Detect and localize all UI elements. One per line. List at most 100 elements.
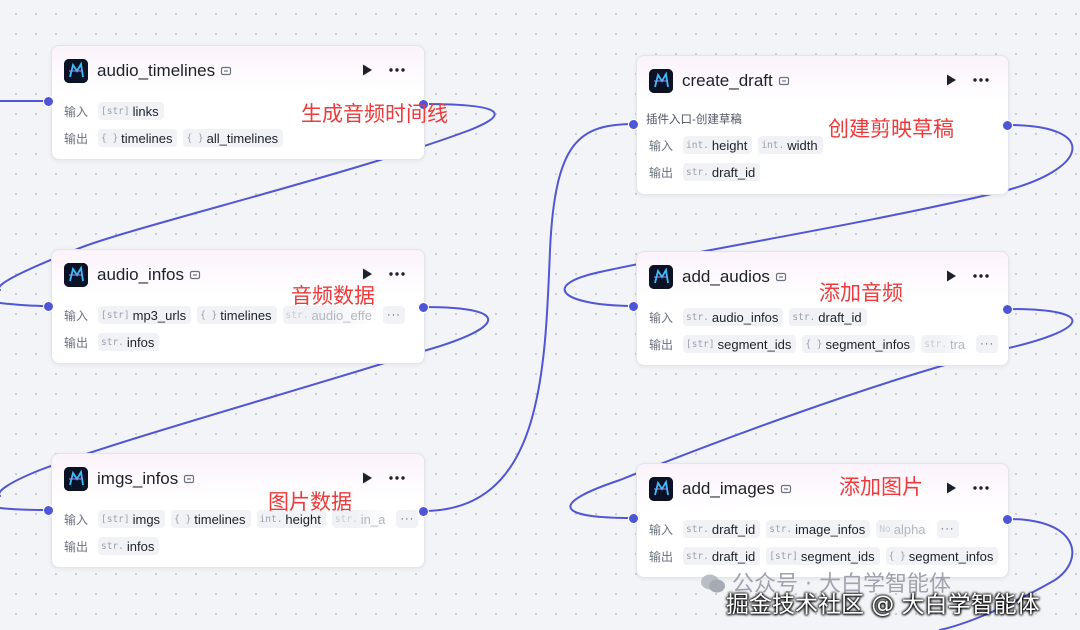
wire-input-audio-infos: [0, 302, 48, 307]
input-label: 输入: [649, 138, 674, 153]
output-port[interactable]: [418, 506, 429, 517]
output-port[interactable]: [418, 99, 429, 110]
more-options-icon[interactable]: [386, 265, 408, 283]
run-icon[interactable]: [360, 471, 374, 485]
more-options-icon[interactable]: [970, 71, 992, 89]
node-audio-infos[interactable]: audio_infos 输入 [str]mp3_urls { }timeline…: [51, 249, 425, 364]
param-tag: [str]segment_ids: [766, 547, 880, 565]
output-row: 输出 [str]segment_ids { }segment_infos str…: [649, 333, 999, 355]
param-tag: str.tra: [921, 335, 971, 353]
more-params-button[interactable]: ···: [382, 306, 405, 324]
plugin-logo-icon: [649, 265, 673, 289]
node-add-images[interactable]: add_images 输入 str.draft_id str.image_inf…: [636, 463, 1009, 578]
run-icon[interactable]: [360, 63, 374, 77]
run-icon[interactable]: [944, 73, 958, 87]
input-port[interactable]: [43, 505, 54, 516]
plugin-logo-icon: [64, 59, 88, 83]
copy-icon[interactable]: [775, 271, 787, 283]
param-tag: [str]links: [98, 102, 164, 120]
watermark: 公众号 · 大白学智能体: [700, 566, 951, 601]
more-options-icon[interactable]: [386, 469, 408, 487]
copy-icon[interactable]: [183, 473, 195, 485]
node-header: audio_infos: [64, 262, 412, 288]
param-tag: str.infos: [98, 537, 160, 555]
node-header: add_images: [649, 476, 996, 502]
node-header: add_audios: [649, 264, 996, 290]
input-port[interactable]: [628, 119, 639, 130]
param-tag: { }segment_infos: [802, 335, 916, 353]
more-options-icon[interactable]: [970, 479, 992, 497]
more-params-button[interactable]: ···: [396, 510, 419, 528]
node-add-audios[interactable]: add_audios 输入 str.audio_infos str.draft_…: [636, 251, 1009, 366]
param-tag: str.in_a: [331, 510, 391, 528]
param-tag: int.height: [683, 136, 753, 154]
annotation-imgs-infos: 图片数据: [268, 490, 352, 514]
param-tag: { }all_timelines: [183, 129, 284, 147]
plugin-logo-icon: [649, 69, 673, 93]
node-header: create_draft: [649, 68, 996, 94]
param-tag: { }timelines: [98, 129, 178, 147]
plugin-logo-icon: [64, 467, 88, 491]
run-icon[interactable]: [360, 267, 374, 281]
node-title: add_images: [682, 477, 792, 501]
run-icon[interactable]: [944, 269, 958, 283]
node-title: audio_infos: [97, 263, 201, 287]
input-port[interactable]: [43, 96, 54, 107]
param-tag: { }segment_infos: [885, 547, 999, 565]
node-imgs-infos[interactable]: imgs_infos 输入 [str]imgs { }timelines int…: [51, 453, 425, 568]
param-tag: str.image_infos: [766, 520, 871, 538]
param-tag: str.draft_id: [683, 547, 761, 565]
input-label: 输入: [64, 308, 89, 323]
param-tag: [str]imgs: [98, 510, 166, 528]
output-label: 输出: [64, 539, 89, 554]
output-label: 输出: [64, 335, 89, 350]
input-label: 输入: [64, 512, 89, 527]
wire-create-draft-to-add-audios: [563, 124, 1074, 307]
param-tag: int.height: [256, 510, 326, 528]
more-params-button[interactable]: ···: [976, 335, 999, 353]
more-params-button[interactable]: ···: [936, 520, 959, 538]
input-row: 输入 int.height int.width: [649, 134, 829, 156]
node-header: imgs_infos: [64, 466, 412, 492]
wire-audio-infos-to-imgs-infos: [0, 306, 490, 497]
run-icon[interactable]: [944, 481, 958, 495]
wire-add-audios-to-add-images: [569, 308, 1074, 519]
plugin-logo-icon: [649, 477, 673, 501]
input-row: 输入 [str]links: [64, 100, 170, 122]
wire-imgs-infos-to-create-draft: [422, 123, 633, 512]
wire-add-images-output: [939, 518, 1074, 630]
output-label: 输出: [64, 131, 89, 146]
more-options-icon[interactable]: [386, 61, 408, 79]
node-title: imgs_infos: [97, 467, 195, 491]
input-label: 输入: [649, 310, 674, 325]
plugin-logo-icon: [64, 263, 88, 287]
more-options-icon[interactable]: [970, 267, 992, 285]
copy-icon[interactable]: [778, 75, 790, 87]
output-port[interactable]: [1002, 514, 1013, 525]
output-port[interactable]: [418, 302, 429, 313]
copy-icon[interactable]: [220, 65, 232, 77]
param-tag: str.draft_id: [683, 163, 761, 181]
input-port[interactable]: [43, 301, 54, 312]
copy-icon[interactable]: [189, 269, 201, 281]
output-row: 输出 str.draft_id [str]segment_ids { }segm…: [649, 545, 1004, 567]
input-row: 输入 [str]imgs { }timelines int.height str…: [64, 508, 419, 530]
copy-icon[interactable]: [780, 483, 792, 495]
wire-input-imgs-infos: [0, 507, 48, 511]
input-port[interactable]: [628, 301, 639, 312]
output-port[interactable]: [1002, 120, 1013, 131]
node-audio-timelines[interactable]: audio_timelines 输入 [str]links 输出 { }time…: [51, 45, 425, 160]
param-tag: int.width: [758, 136, 823, 154]
annotation-add-images: 添加图片: [839, 475, 923, 499]
annotation-audio-timelines: 生成音频时间线: [301, 102, 448, 126]
output-port[interactable]: [1002, 304, 1013, 315]
param-tag: [str]segment_ids: [683, 335, 797, 353]
node-title: create_draft: [682, 69, 790, 93]
node-create-draft[interactable]: create_draft 插件入口-创建草稿 输入 int.height int…: [636, 55, 1009, 195]
input-label: 输入: [64, 104, 89, 119]
wechat-logo-icon: [700, 573, 726, 601]
node-header: audio_timelines: [64, 58, 412, 84]
input-port[interactable]: [628, 513, 639, 524]
param-tag: str.draft_id: [789, 308, 867, 326]
